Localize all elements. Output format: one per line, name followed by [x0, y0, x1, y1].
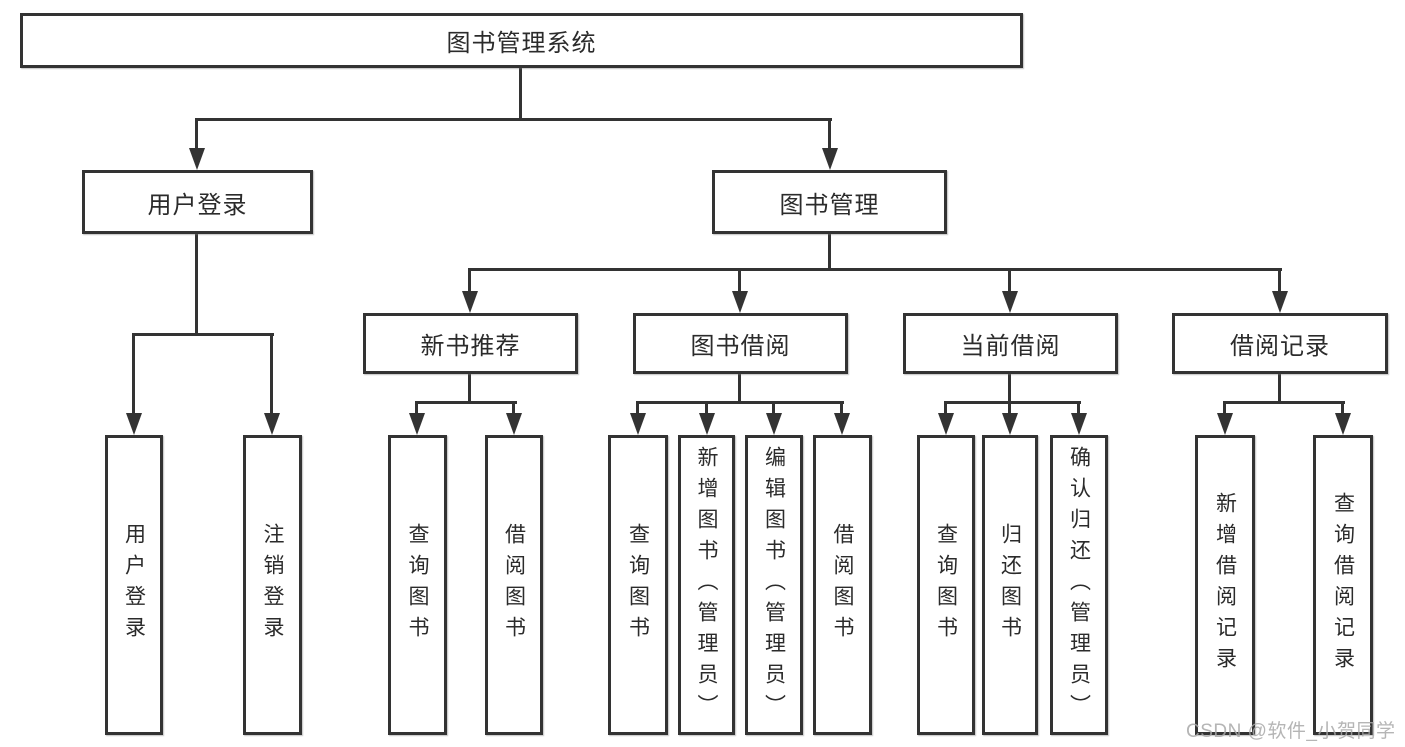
- arrow-down-icon: [834, 413, 850, 435]
- leaf-edit-book-admin-label: 编辑图书（管理员）: [762, 445, 786, 725]
- leaf-confirm-return-admin-label: 确认归还（管理员）: [1067, 445, 1091, 725]
- leaf-logout: 注销登录: [243, 435, 302, 735]
- leaf-borrow-books-1: 借阅图书: [485, 435, 543, 735]
- leaf-logout-label: 注销登录: [261, 523, 284, 647]
- connector-user-login-to-leaf-1: [132, 335, 135, 415]
- arrow-down-icon: [506, 413, 522, 435]
- leaf-query-books-2-label: 查询图书: [626, 523, 650, 647]
- arrow-down-icon: [1217, 413, 1233, 435]
- connector-new-book-rec-stem: [468, 374, 471, 403]
- leaf-return-book-label: 归还图书: [998, 523, 1022, 647]
- node-borrowing-records-label: 借阅记录: [1230, 333, 1330, 360]
- leaf-query-books-2: 查询图书: [608, 435, 668, 735]
- connector-new-book-rec-to-leaf-1: [415, 403, 418, 415]
- node-current-borrowing-label: 当前借阅: [960, 333, 1061, 360]
- connector-book-mgmt-split-bar: [468, 268, 1282, 271]
- node-user-login-label: 用户登录: [147, 191, 248, 219]
- arrow-down-icon: [189, 148, 205, 170]
- arrow-down-icon: [1002, 413, 1018, 435]
- leaf-borrow-books-2: 借阅图书: [813, 435, 872, 735]
- arrow-down-icon: [409, 413, 425, 435]
- connector-book-borrow-to-leaf-3: [772, 403, 775, 415]
- connector-book-borrow-split-bar: [636, 401, 844, 404]
- connector-current-borrow-to-leaf-1: [944, 403, 947, 415]
- node-new-book-recommendation-label: 新书推荐: [420, 333, 521, 360]
- arrow-down-icon: [462, 291, 478, 313]
- connector-new-book-rec-to-leaf-2: [512, 403, 515, 415]
- node-book-borrowing-label: 图书借阅: [690, 333, 791, 360]
- leaf-user-login-label: 用户登录: [122, 523, 146, 647]
- connector-borrow-records-to-leaf-2: [1341, 403, 1344, 415]
- connector-borrow-records-to-leaf-1: [1223, 403, 1226, 415]
- leaf-confirm-return-admin: 确认归还（管理员）: [1050, 435, 1108, 735]
- connector-book-borrow-to-leaf-2: [705, 403, 708, 415]
- connector-root-to-book-mgmt: [828, 120, 831, 150]
- csdn-watermark: CSDN @软件_小贺同学: [1186, 721, 1396, 742]
- connector-book-mgmt-to-book-borrow: [738, 270, 741, 293]
- leaf-add-book-admin-label: 新增图书（管理员）: [695, 445, 718, 725]
- node-borrowing-records: 借阅记录: [1172, 313, 1388, 374]
- leaf-query-borrow-record: 查询借阅记录: [1313, 435, 1373, 735]
- connector-root-stem: [519, 68, 522, 120]
- node-current-borrowing: 当前借阅: [903, 313, 1118, 374]
- connector-current-borrow-stem: [1008, 374, 1011, 403]
- arrow-down-icon: [264, 413, 280, 435]
- leaf-query-books-1-label: 查询图书: [406, 523, 429, 647]
- leaf-query-books-3: 查询图书: [917, 435, 975, 735]
- leaf-user-login: 用户登录: [105, 435, 163, 735]
- arrow-down-icon: [1272, 291, 1288, 313]
- connector-user-login-split-bar: [132, 333, 274, 336]
- node-book-management-label: 图书管理: [779, 191, 880, 219]
- connector-book-mgmt-to-current-borrow: [1008, 270, 1011, 293]
- connector-book-borrow-to-leaf-1: [636, 403, 639, 415]
- leaf-borrow-books-1-label: 借阅图书: [502, 523, 526, 647]
- connector-book-mgmt-stem: [828, 234, 831, 270]
- connector-user-login-to-leaf-2: [270, 335, 273, 415]
- arrow-down-icon: [630, 413, 646, 435]
- connector-borrow-records-stem: [1278, 374, 1281, 403]
- node-book-borrowing: 图书借阅: [633, 313, 848, 374]
- leaf-add-borrow-record-label: 新增借阅记录: [1213, 492, 1237, 678]
- arrow-down-icon: [699, 413, 715, 435]
- connector-book-borrow-to-leaf-4: [840, 403, 843, 415]
- connector-current-borrow-split-bar: [944, 401, 1081, 404]
- connector-new-book-rec-split-bar: [415, 401, 517, 404]
- leaf-query-borrow-record-label: 查询借阅记录: [1331, 492, 1355, 678]
- arrow-down-icon: [1071, 413, 1087, 435]
- arrow-down-icon: [822, 148, 838, 170]
- leaf-return-book: 归还图书: [982, 435, 1038, 735]
- arrow-down-icon: [126, 413, 142, 435]
- connector-root-to-user-login: [195, 120, 198, 150]
- leaf-add-book-admin: 新增图书（管理员）: [678, 435, 735, 735]
- leaf-edit-book-admin: 编辑图书（管理员）: [745, 435, 803, 735]
- arrow-down-icon: [1335, 413, 1351, 435]
- connector-current-borrow-to-leaf-3: [1077, 403, 1080, 415]
- connector-root-split-bar: [195, 118, 832, 121]
- arrow-down-icon: [766, 413, 782, 435]
- connector-book-mgmt-to-new-book-rec: [468, 270, 471, 293]
- connector-borrow-records-split-bar: [1223, 401, 1345, 404]
- arrow-down-icon: [938, 413, 954, 435]
- connector-current-borrow-to-leaf-2: [1008, 403, 1011, 415]
- node-book-management: 图书管理: [712, 170, 947, 234]
- leaf-query-books-3-label: 查询图书: [934, 523, 958, 647]
- leaf-add-borrow-record: 新增借阅记录: [1195, 435, 1255, 735]
- node-library-management-system-label: 图书管理系统: [446, 30, 597, 57]
- node-library-management-system: 图书管理系统: [20, 13, 1023, 68]
- leaf-query-books-1: 查询图书: [388, 435, 447, 735]
- connector-book-borrow-stem: [738, 374, 741, 403]
- connector-book-mgmt-to-borrow-records: [1278, 270, 1281, 293]
- connector-user-login-stem: [195, 234, 198, 335]
- node-new-book-recommendation: 新书推荐: [363, 313, 578, 374]
- leaf-borrow-books-2-label: 借阅图书: [831, 523, 854, 647]
- arrow-down-icon: [1002, 291, 1018, 313]
- arrow-down-icon: [732, 291, 748, 313]
- node-user-login: 用户登录: [82, 170, 313, 234]
